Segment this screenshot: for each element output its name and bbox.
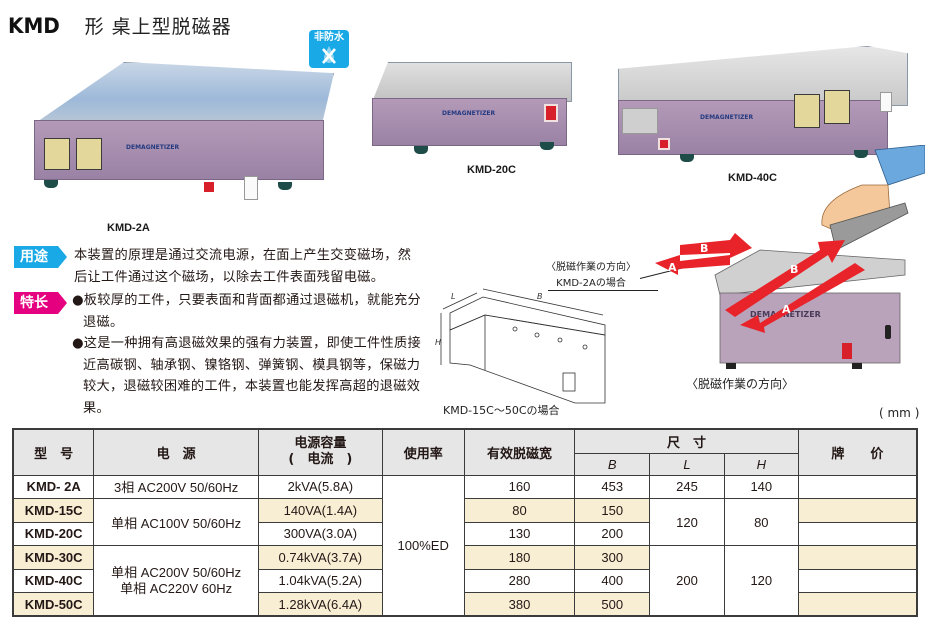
header-power: 电 源 [93, 428, 259, 476]
cell-duty: 100%ED [381, 474, 465, 617]
badge-label: 非防水 [314, 32, 344, 43]
cell-capacity: 1.04kVA(5.2A) [257, 568, 383, 593]
header-capacity: 电源容量 ( 电流 ) [257, 428, 383, 476]
feature-item: ●这是一种拥有高退磁效果的强有力装置，即使工件性质接近高碳钢、轴承钢、镍铬钢、弹… [72, 336, 421, 416]
features-tag: 特长 [14, 292, 67, 314]
header-l: L [649, 452, 725, 476]
direction-note: 〈脱磁作業の方向〉 KMD-2Aの場合 [546, 262, 636, 289]
caption-kmd-2a: KMD-2A [107, 222, 150, 234]
cell-power: 单相 AC100V 50/60Hz [93, 498, 259, 546]
svg-text:H: H [435, 338, 441, 347]
title-subtitle: 形 桌上型脱磁器 [84, 16, 232, 38]
cell-capacity: 0.74kVA(3.7A) [257, 545, 383, 570]
spec-table: 型 号 电 源 电源容量 ( 电流 ) 使用率 有效脱磁宽 尺 寸 牌 价 B … [12, 428, 918, 617]
svg-text:A: A [668, 261, 677, 274]
svg-text:B: B [537, 292, 543, 301]
table-row: KMD-30C 单相 AC200V 50/60Hz 单相 AC220V 60Hz… [12, 545, 918, 617]
cell-price [797, 592, 918, 617]
cell-b: 453 [574, 474, 651, 499]
cell-h: 140 [723, 474, 799, 499]
page-title: KMD 形 桌上型脱磁器 [8, 12, 232, 42]
non-waterproof-badge: 非防水 [309, 30, 349, 68]
header-width: 有效脱磁宽 [463, 428, 576, 476]
cell-l: 200 [649, 545, 725, 617]
header-b: B [574, 452, 651, 476]
cell-b: 300 [574, 545, 651, 570]
cell-model: KMD-15C [12, 498, 95, 523]
cell-capacity: 1.28kVA(6.4A) [257, 592, 383, 617]
cell-l: 245 [649, 474, 725, 499]
cell-price [797, 521, 918, 546]
header-size: 尺 寸 [574, 428, 799, 454]
cell-b: 150 [574, 498, 651, 523]
caption-kmd-40c: KMD-40C [728, 172, 777, 184]
sketch-caption: KMD-15C～50Cの場合 [443, 404, 560, 417]
product-image-kmd-40c: DEMAGNETIZER [618, 40, 918, 165]
product-image-kmd-20c: DEMAGNETIZER [372, 52, 582, 157]
svg-text:B: B [700, 242, 708, 255]
table-row: KMD-40C 1.04kVA(5.2A) 280 400 [12, 568, 918, 593]
header-h: H [723, 452, 799, 476]
cell-width: 180 [463, 545, 576, 570]
header-duty: 使用率 [381, 428, 465, 476]
cell-width: 380 [463, 592, 576, 617]
product-image-kmd-2a: DEMAGNETIZER [6, 62, 346, 200]
table-row: KMD-15C 单相 AC100V 50/60Hz 140VA(1.4A) 80… [12, 498, 918, 546]
cell-width: 80 [463, 498, 576, 523]
header-model: 型 号 [12, 428, 95, 476]
direction-illustration: DEMAGNETIZER B A B A [655, 145, 925, 369]
caption-kmd-20c: KMD-20C [467, 164, 516, 176]
cell-capacity: 140VA(1.4A) [257, 498, 383, 523]
cell-l: 120 [649, 498, 725, 546]
cell-model: KMD-20C [12, 521, 95, 546]
cell-b: 200 [574, 521, 651, 546]
usage-text: 本装置的原理是通过交流电源，在面上产生交变磁场，然后让工件通过这个磁场，以除去工… [74, 248, 412, 285]
cell-price [797, 474, 918, 499]
dimension-sketch: B L H [435, 288, 606, 404]
cell-price [797, 498, 918, 523]
cell-capacity: 300VA(3.0A) [257, 521, 383, 546]
svg-text:L: L [451, 292, 455, 301]
header-price: 牌 价 [797, 428, 918, 476]
feature-item: ●板较厚的工件，只要表面和背面都通过退磁机，就能充分退磁。 [72, 293, 421, 330]
title-brand: KMD [8, 14, 60, 38]
cell-model: KMD-50C [12, 592, 95, 617]
water-drop-crossed-icon [322, 46, 336, 64]
cell-h: 120 [723, 545, 799, 617]
cell-width: 280 [463, 568, 576, 593]
table-row: KMD-50C 1.28kVA(6.4A) 380 500 [12, 592, 918, 617]
cell-h: 80 [723, 498, 799, 546]
leader-line [548, 290, 658, 291]
cell-capacity: 2kVA(5.8A) [257, 474, 383, 499]
cell-width: 130 [463, 521, 576, 546]
cell-width: 160 [463, 474, 576, 499]
cell-power: 3相 AC200V 50/60Hz [93, 474, 259, 499]
direction-caption: 〈脱磁作業の方向〉 [686, 377, 795, 391]
svg-text:A: A [782, 303, 791, 316]
cell-price [797, 545, 918, 570]
cell-model: KMD-40C [12, 568, 95, 593]
cell-b: 500 [574, 592, 651, 617]
svg-text:B: B [790, 263, 798, 276]
cell-price [797, 568, 918, 593]
cell-model: KMD-30C [12, 545, 95, 570]
features-list: ●板较厚的工件，只要表面和背面都通过退磁机，就能充分退磁。 ●这是一种拥有高退磁… [72, 290, 424, 419]
cell-power: 单相 AC200V 50/60Hz 单相 AC220V 60Hz [93, 545, 259, 617]
cell-model: KMD- 2A [12, 474, 95, 499]
table-row: KMD- 2A 3相 AC200V 50/60Hz 2kVA(5.8A) 100… [12, 474, 918, 617]
unit-label: ( mm ) [879, 406, 920, 420]
usage-tag: 用途 [14, 246, 67, 268]
cell-b: 400 [574, 568, 651, 593]
